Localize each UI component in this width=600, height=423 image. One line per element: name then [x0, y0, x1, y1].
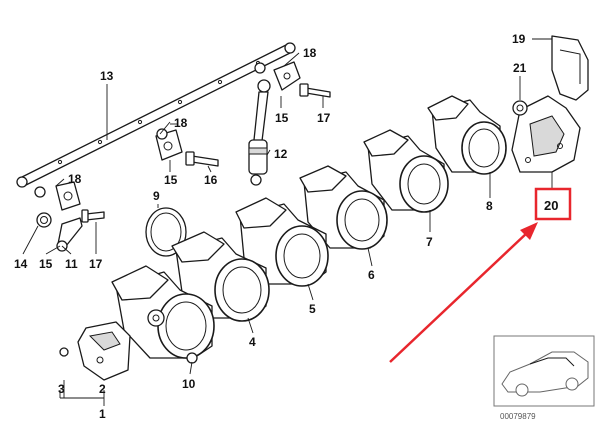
- throttle-body-1: [111, 265, 215, 364]
- callout-15-top: 15: [275, 111, 289, 125]
- throttle-body-5: [235, 197, 329, 287]
- callout-18-top: 18: [303, 46, 317, 60]
- throttle-body-8: [427, 95, 507, 175]
- nut: [512, 100, 528, 116]
- callout-17-top: 17: [317, 111, 331, 125]
- arrow-head-icon: [520, 222, 538, 240]
- callout-18-mid: 18: [174, 116, 188, 130]
- callout-21: 21: [513, 61, 527, 75]
- callout-5: 5: [309, 302, 316, 316]
- callout-7: 7: [426, 235, 433, 249]
- callout-15-mid: 15: [164, 173, 178, 187]
- callout-6: 6: [368, 268, 375, 282]
- callout-16: 16: [204, 173, 218, 187]
- callout-17-left: 17: [89, 257, 103, 271]
- throttle-body-4: [171, 231, 270, 322]
- callout-9: 9: [153, 189, 160, 203]
- vehicle-thumbnail: 00079879: [493, 335, 595, 421]
- callout-3: 3: [58, 382, 65, 396]
- callout-12: 12: [274, 147, 288, 161]
- mid-bracket: [155, 128, 219, 167]
- throttle-position-sensor: [59, 321, 131, 381]
- callout-10: 10: [182, 377, 196, 391]
- linkage-rod: [248, 79, 271, 186]
- left-linkage: [34, 181, 105, 252]
- throttle-body-7: [363, 129, 449, 213]
- callout-2: 2: [99, 382, 106, 396]
- callout-19: 19: [512, 32, 526, 46]
- callouts: 13 18 18 18 12 15 17 15 16 9 14 15 11 17…: [14, 32, 558, 421]
- leader-lines: [22, 38, 553, 406]
- callout-11: 11: [65, 257, 78, 271]
- upper-bracket: [254, 61, 331, 98]
- callout-18-left: 18: [68, 172, 82, 186]
- callout-20: 20: [544, 198, 558, 213]
- highlight-annotation: [389, 187, 572, 363]
- highlight-box: [534, 187, 572, 221]
- cover-plate: [511, 95, 581, 173]
- callout-14: 14: [14, 257, 28, 271]
- callout-8: 8: [486, 199, 493, 213]
- diagram-reference-id: 00079879: [500, 412, 536, 421]
- throttle-shaft: [16, 42, 296, 188]
- callout-13: 13: [100, 69, 114, 83]
- upper-cover: [551, 35, 589, 101]
- callout-15-left: 15: [39, 257, 53, 271]
- callout-4: 4: [249, 335, 256, 349]
- callout-1: 1: [99, 407, 106, 421]
- highlight-arrow: [389, 231, 529, 363]
